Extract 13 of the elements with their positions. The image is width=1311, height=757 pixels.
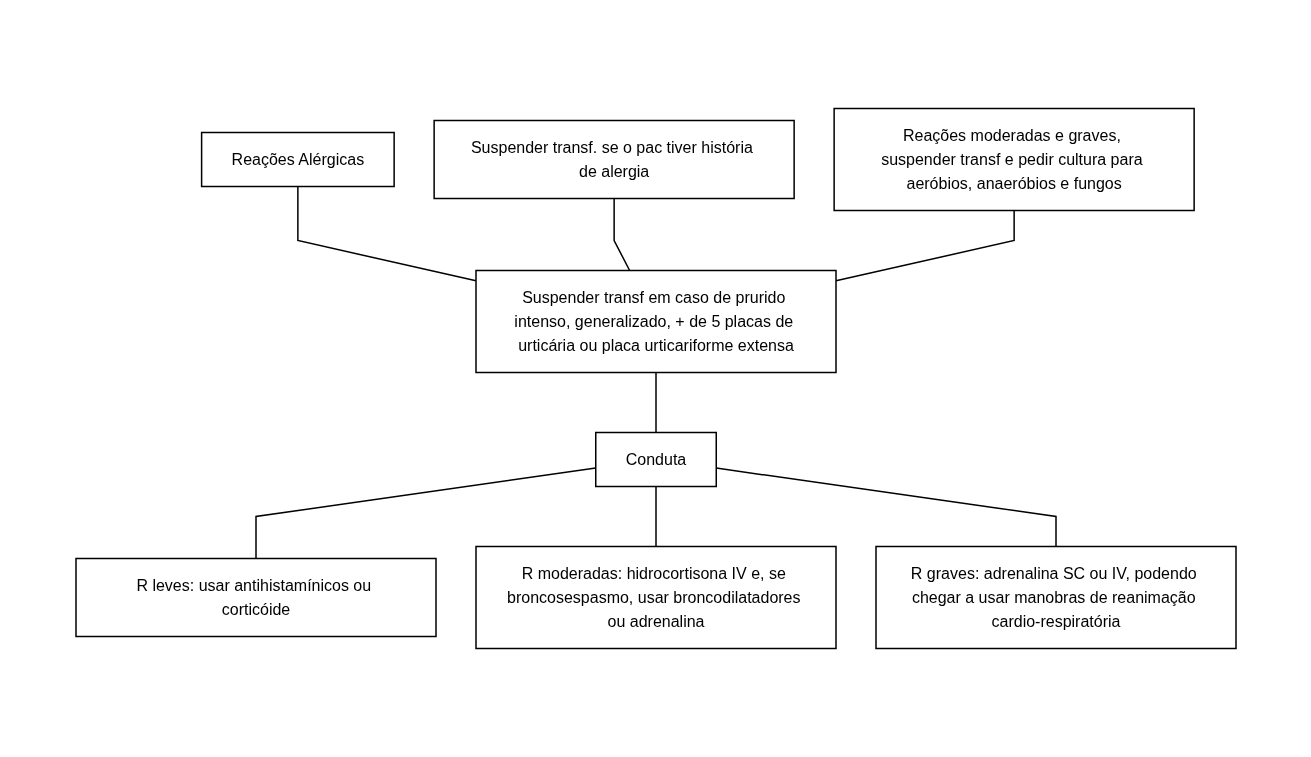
node-box: Suspender transf em caso de prurido intenso, generalizado, + de 5 placas de urticária ou placa urticariforme extensa (474, 269, 837, 374)
node-box: Reações moderadas e graves, suspender transf e pedir cultura para aeróbios, anaeróbios e fungos (832, 107, 1195, 212)
node-box: R moderadas: hidrocortisona IV e, se broncosespasmo, usar broncodilatadores ou adrenalina (474, 545, 837, 650)
node-box: Reações Alérgicas (200, 131, 395, 188)
connector (715, 467, 1057, 548)
node-box: R leves: usar antihistamínicos ou corticóide (74, 557, 437, 638)
connector (612, 197, 630, 272)
connector (654, 485, 657, 548)
connector (654, 371, 657, 434)
connector (254, 467, 596, 560)
node-box: Suspender transf. se o pac tiver história de alergia (432, 119, 795, 200)
node-box: R graves: adrenalina SC ou IV, podendo chegar a usar manobras de reanimação cardio-respiratória (874, 545, 1237, 650)
node-box: Conduta (594, 431, 717, 488)
